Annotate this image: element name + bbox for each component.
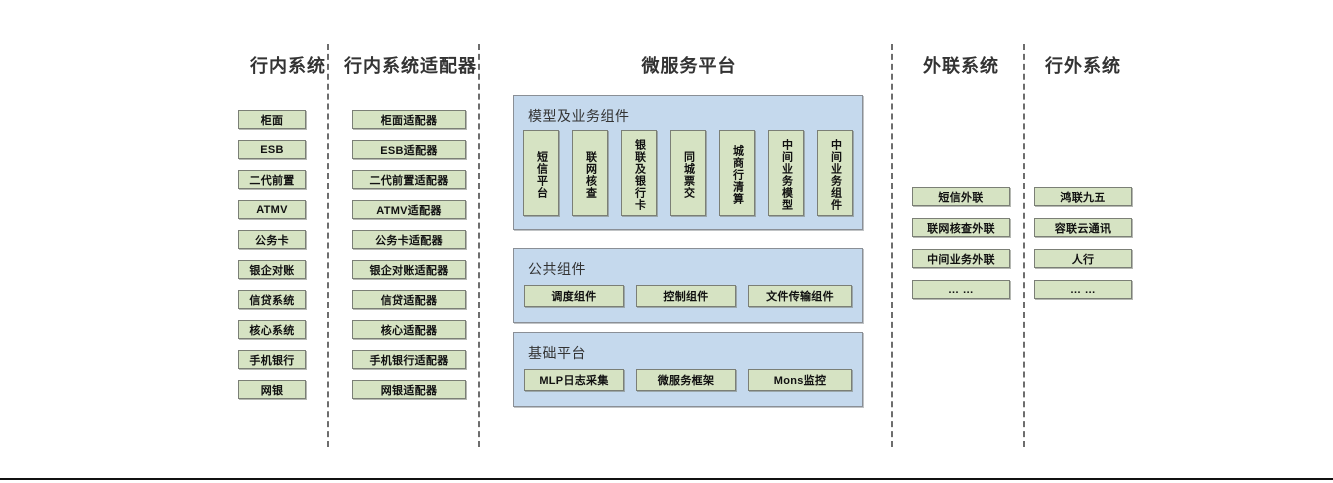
- node-outside-bank-systems-1[interactable]: 容联云通讯: [1034, 218, 1132, 237]
- node-internal-adapters-9[interactable]: 网银适配器: [352, 380, 466, 399]
- column-title-external-link-systems: 外联系统: [923, 56, 999, 76]
- node-internal-systems-9[interactable]: 网银: [238, 380, 306, 399]
- node-public-components-2[interactable]: 文件传输组件: [748, 285, 852, 307]
- divider-2: [478, 44, 480, 447]
- column-title-internal-adapters: 行内系统适配器: [344, 56, 477, 76]
- node-external-link-systems-3[interactable]: … …: [912, 280, 1010, 299]
- node-external-link-systems-2[interactable]: 中间业务外联: [912, 249, 1010, 268]
- node-model-business-components-6[interactable]: 中间业务组件: [817, 130, 853, 216]
- node-internal-adapters-3[interactable]: ATMV适配器: [352, 200, 466, 219]
- node-model-business-components-2[interactable]: 银联及银行卡: [621, 130, 657, 216]
- node-external-link-systems-1[interactable]: 联网核查外联: [912, 218, 1010, 237]
- node-model-business-components-1[interactable]: 联网核查: [572, 130, 608, 216]
- node-internal-adapters-8[interactable]: 手机银行适配器: [352, 350, 466, 369]
- divider-4: [1023, 44, 1025, 447]
- panel-title-public-components: 公共组件: [528, 261, 586, 277]
- node-public-components-1[interactable]: 控制组件: [636, 285, 736, 307]
- node-internal-systems-4[interactable]: 公务卡: [238, 230, 306, 249]
- node-internal-systems-6[interactable]: 信贷系统: [238, 290, 306, 309]
- node-internal-systems-8[interactable]: 手机银行: [238, 350, 306, 369]
- node-internal-adapters-4[interactable]: 公务卡适配器: [352, 230, 466, 249]
- column-title-outside-bank-systems: 行外系统: [1045, 56, 1121, 76]
- column-title-internal-systems: 行内系统: [250, 56, 326, 76]
- node-model-business-components-3[interactable]: 同城票交: [670, 130, 706, 216]
- node-model-business-components-4[interactable]: 城商行清算: [719, 130, 755, 216]
- divider-1: [327, 44, 329, 447]
- node-internal-adapters-1[interactable]: ESB适配器: [352, 140, 466, 159]
- node-model-business-components-5[interactable]: 中间业务模型: [768, 130, 804, 216]
- node-internal-adapters-2[interactable]: 二代前置适配器: [352, 170, 466, 189]
- node-external-link-systems-0[interactable]: 短信外联: [912, 187, 1010, 206]
- node-base-platform-2[interactable]: Mons监控: [748, 369, 852, 391]
- panel-title-model-business-components: 模型及业务组件: [528, 108, 630, 124]
- node-outside-bank-systems-3[interactable]: … …: [1034, 280, 1132, 299]
- panel-title-base-platform: 基础平台: [528, 345, 586, 361]
- node-outside-bank-systems-0[interactable]: 鸿联九五: [1034, 187, 1132, 206]
- node-internal-systems-1[interactable]: ESB: [238, 140, 306, 159]
- node-model-business-components-0[interactable]: 短信平台: [523, 130, 559, 216]
- node-internal-adapters-6[interactable]: 信贷适配器: [352, 290, 466, 309]
- node-internal-systems-5[interactable]: 银企对账: [238, 260, 306, 279]
- node-internal-adapters-5[interactable]: 银企对账适配器: [352, 260, 466, 279]
- bottom-rule: [0, 478, 1333, 480]
- divider-3: [891, 44, 893, 447]
- node-internal-systems-2[interactable]: 二代前置: [238, 170, 306, 189]
- node-internal-adapters-0[interactable]: 柜面适配器: [352, 110, 466, 129]
- node-base-platform-0[interactable]: MLP日志采集: [524, 369, 624, 391]
- platform-title: 微服务平台: [641, 56, 737, 76]
- node-internal-systems-0[interactable]: 柜面: [238, 110, 306, 129]
- node-internal-systems-3[interactable]: ATMV: [238, 200, 306, 219]
- node-public-components-0[interactable]: 调度组件: [524, 285, 624, 307]
- node-internal-systems-7[interactable]: 核心系统: [238, 320, 306, 339]
- node-internal-adapters-7[interactable]: 核心适配器: [352, 320, 466, 339]
- node-outside-bank-systems-2[interactable]: 人行: [1034, 249, 1132, 268]
- node-base-platform-1[interactable]: 微服务框架: [636, 369, 736, 391]
